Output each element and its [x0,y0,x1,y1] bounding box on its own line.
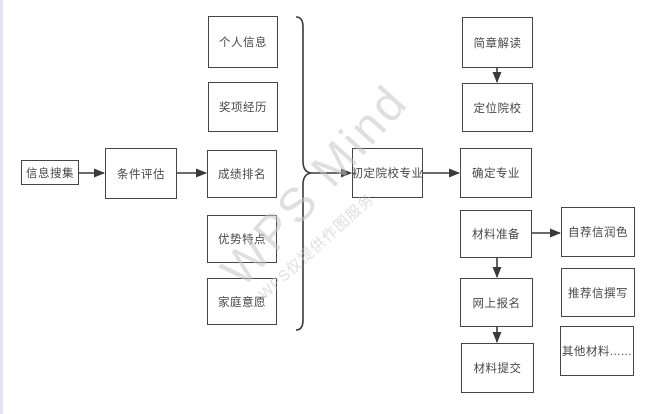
group-brace [295,16,312,331]
node-family-wishes[interactable]: 家庭意愿 [207,278,277,325]
node-other-materials[interactable]: 其他材料...... [560,326,634,376]
node-confirm-major[interactable]: 确定专业 [460,148,532,198]
node-target-schools[interactable]: 定位院校 [462,83,533,132]
node-self-letter-polish[interactable]: 自荐信润色 [561,207,635,257]
node-grade-ranking[interactable]: 成绩排名 [207,150,277,198]
node-material-submission[interactable]: 材料提交 [461,343,534,393]
node-personal-info[interactable]: 个人信息 [208,16,278,68]
left-edge-strip [0,0,3,414]
node-material-prep[interactable]: 材料准备 [460,210,532,258]
node-initial-school-major[interactable]: 初定院校专业 [352,148,423,198]
node-brochure-reading[interactable]: 简章解读 [462,17,533,68]
node-info-collection[interactable]: 信息搜集 [21,160,79,185]
node-strengths[interactable]: 优势特点 [207,215,277,263]
node-online-registration[interactable]: 网上报名 [460,278,533,327]
node-condition-assessment[interactable]: 条件评估 [105,148,177,199]
node-awards-experience[interactable]: 奖项经历 [208,82,278,132]
node-recommendation-letter[interactable]: 推荐信撰写 [561,268,635,317]
